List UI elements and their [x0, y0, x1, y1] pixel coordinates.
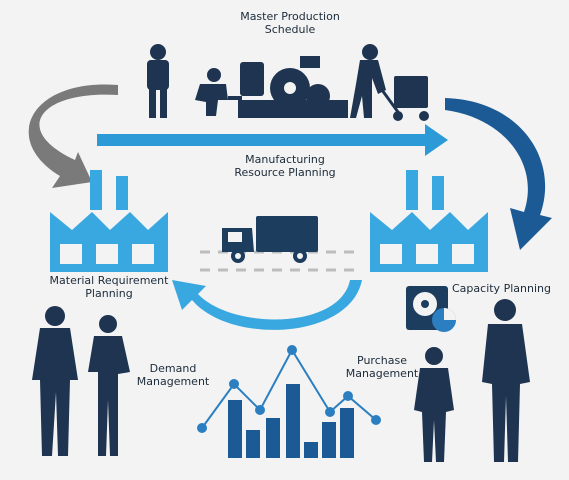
right-curved-arrow — [445, 98, 552, 250]
material-requirement-planning-label: Material Requirement Planning — [49, 274, 169, 300]
demand-management-label: Demand Management — [136, 362, 210, 388]
hand-truck-icon — [350, 44, 429, 121]
factory-icon — [370, 170, 488, 272]
worker-icon — [147, 44, 169, 118]
manufacturing-resource-planning-label: Manufacturing Resource Planning — [234, 153, 336, 179]
master-production-schedule-label: Master Production Schedule — [240, 10, 340, 36]
businessperson-icon — [482, 299, 530, 462]
main-flow-arrow — [97, 134, 427, 146]
businessperson-icon — [88, 315, 130, 456]
purchase-management-label: Purchase Management — [345, 354, 419, 380]
truck-icon — [222, 216, 318, 263]
kneeling-worker-icon — [195, 68, 242, 116]
capacity-planning-label: Capacity Planning — [452, 282, 551, 295]
chart-icon — [197, 345, 381, 458]
disk-chart-icon — [406, 286, 456, 332]
gear-icon — [238, 56, 348, 118]
businessperson-icon — [32, 306, 78, 456]
factory-icon — [50, 170, 168, 272]
gray-curved-arrow — [28, 84, 118, 188]
businessperson-icon — [414, 347, 454, 462]
lower-curved-arrow — [172, 280, 362, 330]
